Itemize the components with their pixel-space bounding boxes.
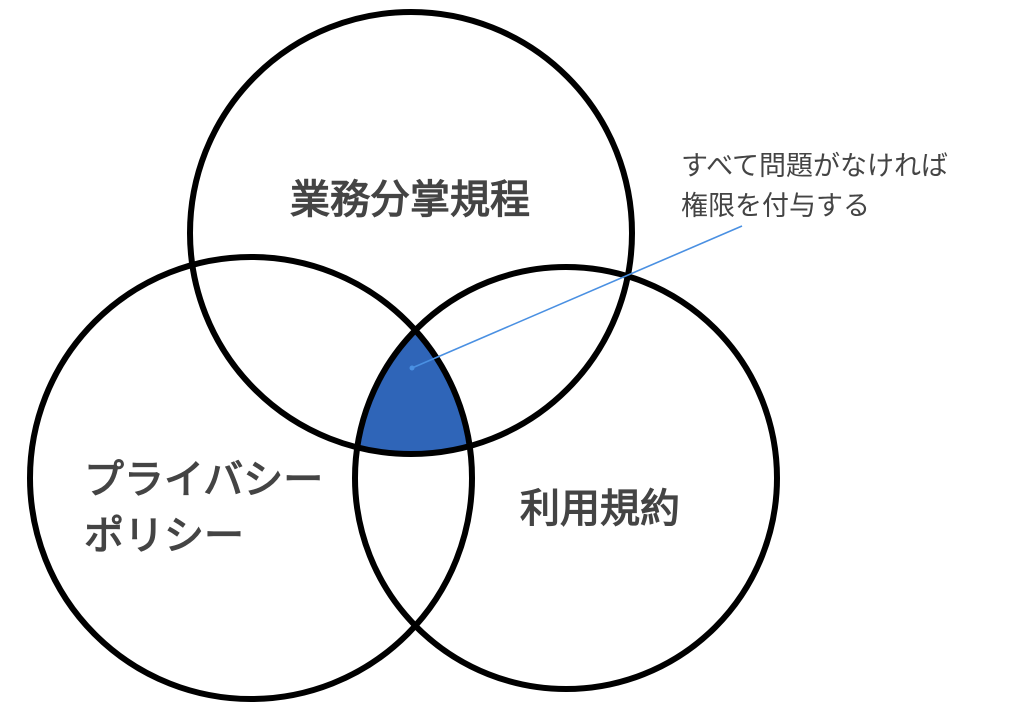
callout-text-line-2: 権限を付与する bbox=[681, 191, 870, 222]
circle-left-set bbox=[27, 254, 475, 702]
circle-top-set bbox=[187, 9, 635, 457]
set-label-right: 利用規約 bbox=[520, 486, 680, 532]
callout-leader-dot bbox=[409, 365, 415, 371]
set-label-left-line-1: プライバシー bbox=[84, 457, 323, 503]
set-label-top: 業務分掌規程 bbox=[290, 177, 530, 223]
callout-leader-line bbox=[411, 225, 743, 369]
callout-text-line-1: すべて問題がなければ bbox=[681, 151, 948, 182]
circle-right-set bbox=[352, 264, 780, 692]
set-label-left-line-2: ポリシー bbox=[84, 513, 244, 559]
